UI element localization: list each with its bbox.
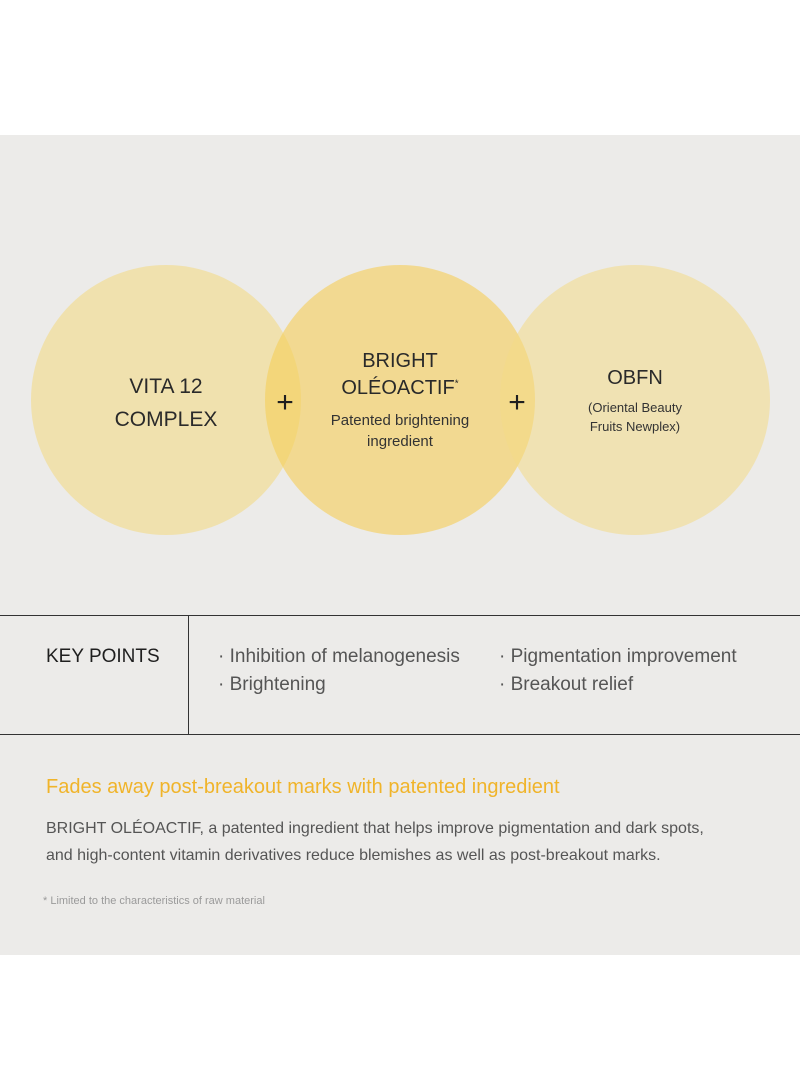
- key-point-item: · Pigmentation improvement: [499, 646, 737, 667]
- plus-icon: +: [508, 386, 526, 419]
- key-point-item: · Breakout relief: [499, 674, 634, 695]
- plus-icon: +: [276, 386, 294, 419]
- obfn-title: OBFN: [607, 367, 663, 389]
- oleoactif-name: OLÉOACTIF: [341, 377, 455, 399]
- key-points-divider: [188, 616, 189, 734]
- key-point-item: · Inhibition of melanogenesis: [218, 646, 460, 667]
- circle-bright-oleoactif: [265, 265, 535, 535]
- oleoactif-line1: BRIGHT: [362, 350, 438, 372]
- oleoactif-title: BRIGHT OLÉOACTIF*: [265, 348, 535, 402]
- obfn-sub2: Fruits Newplex): [589, 419, 681, 434]
- ingredient-venn-diagram: VITA 12 COMPLEX BRIGHT OLÉOACTIF* Patent…: [0, 135, 800, 615]
- headline: Fades away post-breakout marks with pate…: [46, 776, 560, 798]
- footnote: * Limited to the characteristics of raw …: [43, 895, 265, 907]
- oleoactif-asterisk: *: [454, 378, 459, 390]
- vita12-label: VITA 12 COMPLEX: [31, 370, 301, 436]
- obfn-sub1: (Oriental Beauty: [588, 400, 682, 415]
- key-point-item: · Brightening: [218, 674, 326, 695]
- key-points-title: KEY POINTS: [46, 646, 160, 667]
- vita12-line1: VITA 12: [129, 375, 203, 398]
- oleoactif-sub2: ingredient: [367, 433, 433, 450]
- key-points-table: KEY POINTS · Inhibition of melanogenesis…: [0, 615, 800, 735]
- oleoactif-line2: OLÉOACTIF*: [265, 375, 535, 402]
- circle-vita12-complex: [31, 265, 301, 535]
- content-panel: VITA 12 COMPLEX BRIGHT OLÉOACTIF* Patent…: [0, 135, 800, 955]
- circle-obfn: [500, 265, 770, 535]
- body-text: BRIGHT OLÉOACTIF, a patented ingredient …: [46, 815, 776, 869]
- obfn-subtitle: (Oriental Beauty Fruits Newplex): [500, 398, 770, 436]
- oleoactif-sub1: Patented brightening: [330, 412, 470, 429]
- body-line-1: BRIGHT OLÉOACTIF, a patented ingredient …: [46, 820, 704, 837]
- oleoactif-subtitle: Patented brightening ingredient: [265, 410, 535, 452]
- vita12-line2: COMPLEX: [114, 408, 218, 431]
- body-line-2: and high-content vitamin derivatives red…: [46, 847, 661, 864]
